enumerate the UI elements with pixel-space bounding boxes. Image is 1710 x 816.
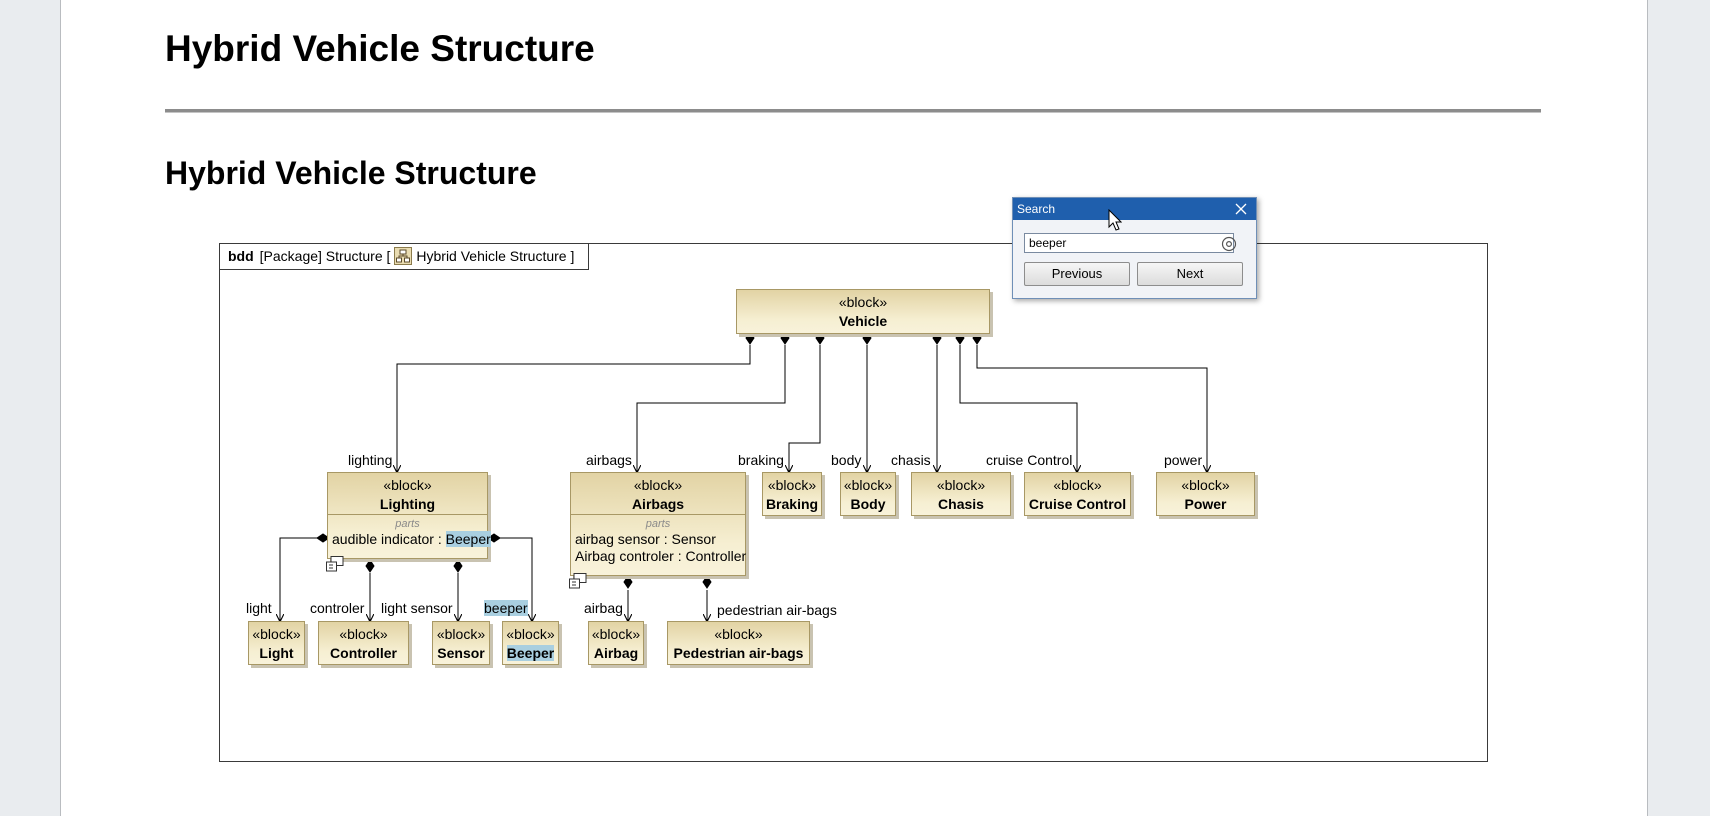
title-divider [165, 109, 1541, 113]
section-heading: Hybrid Vehicle Structure [165, 155, 537, 191]
search-options-icon[interactable] [1221, 236, 1237, 252]
block-cruise-control[interactable]: «block» Cruise Control [1024, 472, 1131, 516]
diagram-frame-label: bdd [Package] Structure [ Hybrid Vehicle S… [220, 244, 590, 270]
previous-button[interactable]: Previous [1024, 262, 1130, 286]
block-airbag[interactable]: «block» Airbag [588, 621, 644, 665]
block-stereotype: «block» [714, 626, 763, 642]
diagram-frame-close: ] [570, 248, 575, 264]
block-stereotype: «block» [838, 294, 888, 310]
part-type-highlight: Beeper [445, 531, 491, 547]
role-label-braking: braking [738, 452, 784, 468]
role-label-body: body [831, 452, 862, 468]
block-name: Sensor [437, 645, 485, 661]
role-label-light-sensor: light sensor [381, 600, 453, 616]
block-name: Airbags [631, 496, 685, 512]
block-controller[interactable]: «block» Controller [318, 621, 409, 665]
block-stereotype: «block» [506, 626, 555, 642]
edge-lighting-light [280, 537, 317, 621]
role-label-pedestrian-airbags: pedestrian air-bags [717, 602, 837, 618]
mouse-cursor-icon [1108, 209, 1122, 231]
block-lighting[interactable]: «block» Lighting parts audible indicator… [327, 472, 491, 559]
role-label-airbag: airbag [584, 600, 623, 616]
close-icon[interactable] [1232, 198, 1250, 220]
role-label-cruise-control: cruise Control [986, 452, 1073, 468]
parts-compartment: parts airbag sensor : Sensor Airbag cont… [571, 514, 747, 567]
block-sensor[interactable]: «block» Sensor [432, 621, 490, 665]
block-stereotype: «block» [767, 477, 817, 493]
block-airbags[interactable]: «block» Airbags parts airbag sensor : Se… [570, 472, 746, 576]
block-light[interactable]: «block» Light [248, 621, 305, 665]
diagram-icon [394, 247, 413, 265]
block-pedestrian-airbags[interactable]: «block» Pedestrian air-bags [667, 621, 810, 665]
role-label-controler: controler [310, 600, 365, 616]
block-stereotype: «block» [633, 477, 683, 493]
block-name: Chasis [938, 496, 984, 512]
block-stereotype: «block» [1181, 477, 1230, 493]
next-button[interactable]: Next [1137, 262, 1243, 286]
parts-compartment: parts audible indicator : Beeper [328, 514, 491, 550]
edge-vehicle-braking [789, 345, 821, 472]
page-title: Hybrid Vehicle Structure [165, 28, 595, 69]
part-airbag-controler[interactable]: Airbag controler : Controller [575, 548, 747, 564]
role-label-beeper: beeper [484, 600, 528, 616]
role-label-airbags: airbags [586, 452, 632, 468]
block-stereotype: «block» [252, 626, 301, 642]
block-name: Vehicle [838, 313, 888, 329]
block-name: Lighting [379, 496, 436, 512]
block-name: Power [1184, 496, 1227, 512]
role-label-chasis: chasis [891, 452, 931, 468]
subdiagram-icon[interactable] [569, 573, 587, 589]
edge-vehicle-cruise-control [959, 345, 1077, 472]
part-name: Airbag controler [575, 548, 674, 564]
role-label-power: power [1164, 452, 1203, 468]
search-dialog-titlebar[interactable]: Search [1013, 198, 1256, 220]
diagram-kind: bdd [228, 248, 254, 264]
block-stereotype: «block» [383, 477, 432, 493]
block-name: Braking [765, 496, 819, 512]
parts-compartment-title: parts [395, 518, 420, 530]
search-dialog-title: Search [1017, 202, 1056, 216]
block-stereotype: «block» [339, 626, 388, 642]
part-name: audible indicator [332, 531, 434, 547]
edge-vehicle-power [976, 345, 1207, 472]
block-power[interactable]: «block» Power [1156, 472, 1255, 516]
block-name: Controller [330, 645, 397, 661]
part-name: airbag sensor [575, 531, 660, 547]
block-name: Body [850, 496, 886, 512]
block-name: Beeper [503, 643, 558, 663]
edge-vehicle-airbags [637, 345, 786, 472]
block-stereotype: «block» [843, 477, 893, 493]
block-stereotype: «block» [936, 477, 986, 493]
diagram-frame-prefix: [Package] Structure [ [259, 248, 391, 264]
bdd-diagram-frame[interactable]: bdd [Package] Structure [ Hybrid Vehicle S… [219, 243, 1488, 762]
block-stereotype: «block» [1053, 477, 1102, 493]
part-airbag-sensor[interactable]: airbag sensor : Sensor [575, 531, 716, 547]
block-stereotype: «block» [436, 626, 486, 642]
block-chasis[interactable]: «block» Chasis [911, 472, 1011, 516]
block-name: Light [259, 645, 294, 661]
part-audible-indicator[interactable]: audible indicator : Beeper [332, 531, 491, 547]
role-label-light: light [246, 600, 272, 616]
search-match-highlight: Beeper [506, 645, 555, 661]
block-name: Cruise Control [1028, 496, 1127, 512]
part-type: Sensor [671, 531, 716, 547]
subdiagram-icon[interactable] [326, 556, 344, 572]
block-name: Airbag [593, 645, 639, 661]
role-label-lighting: lighting [348, 452, 393, 468]
block-braking[interactable]: «block» Braking [762, 472, 822, 516]
block-vehicle[interactable]: «block» Vehicle [736, 289, 990, 334]
diagram-name: Hybrid Vehicle Structure [416, 248, 567, 264]
block-beeper[interactable]: «block» Beeper [502, 621, 559, 665]
part-type: Controller [685, 548, 747, 564]
edge-vehicle-lighting [397, 345, 751, 472]
search-dialog[interactable]: Search Previous Next [1012, 197, 1257, 299]
document-page [60, 0, 1648, 816]
parts-compartment-title: parts [645, 518, 671, 530]
edge-lighting-beeper [500, 537, 532, 621]
block-name: Pedestrian air-bags [673, 645, 804, 661]
block-body[interactable]: «block» Body [840, 472, 896, 516]
block-stereotype: «block» [591, 626, 641, 642]
search-input[interactable] [1024, 233, 1234, 253]
